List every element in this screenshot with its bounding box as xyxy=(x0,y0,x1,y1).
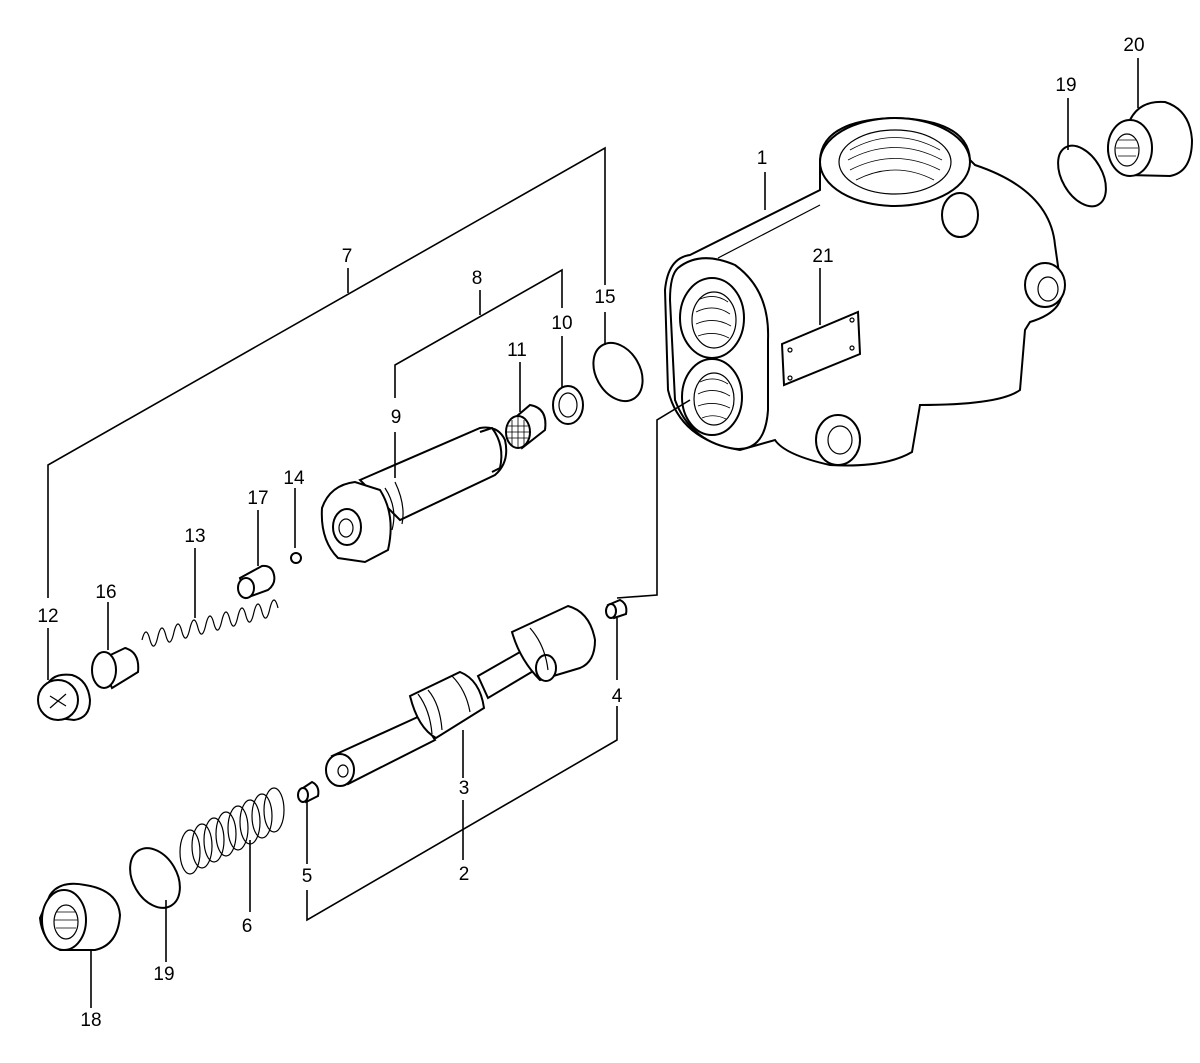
part-13-spring xyxy=(141,599,279,647)
part-16-sleeve xyxy=(91,646,140,690)
callout-12: 12 xyxy=(37,606,58,627)
part-19-o-ring-upper xyxy=(1057,144,1107,208)
part-15-o-ring xyxy=(592,341,644,403)
callout-16: 16 xyxy=(95,582,116,603)
part-17-poppet xyxy=(237,564,276,600)
callout-8: 8 xyxy=(472,268,483,289)
callout-20: 20 xyxy=(1123,35,1144,56)
callout-11: 11 xyxy=(507,340,527,361)
callout-15: 15 xyxy=(594,287,615,308)
callout-10: 10 xyxy=(551,313,572,334)
leader-lines xyxy=(47,58,1139,1008)
callout-5: 5 xyxy=(302,866,313,887)
callout-17: 17 xyxy=(247,488,268,509)
callout-7: 7 xyxy=(342,246,353,267)
part-4-pin xyxy=(605,598,628,620)
callout-21: 21 xyxy=(812,246,833,267)
callout-14: 14 xyxy=(283,468,305,489)
part-10-ring xyxy=(552,385,584,425)
part-6-spring xyxy=(179,787,285,875)
part-11-filter xyxy=(505,403,547,450)
part-14-ball xyxy=(290,552,302,564)
callout-9: 9 xyxy=(391,407,402,428)
callout-19-lower: 19 xyxy=(153,964,174,985)
part-18-plug xyxy=(38,882,122,951)
part-12-plug xyxy=(37,673,92,722)
callout-6: 6 xyxy=(242,916,253,937)
callout-18: 18 xyxy=(80,1010,101,1031)
part-1-valve-body xyxy=(663,116,1066,467)
part-20-plug xyxy=(1106,100,1194,178)
part-5-pin xyxy=(297,780,320,804)
callout-2: 2 xyxy=(459,864,470,885)
part-9-cartridge xyxy=(320,426,508,564)
callout-3: 3 xyxy=(459,778,470,799)
callout-19-upper: 19 xyxy=(1055,75,1076,96)
callout-4: 4 xyxy=(612,686,623,707)
callout-13: 13 xyxy=(184,526,205,547)
part-19-o-ring-lower xyxy=(129,847,181,909)
part-3-spool xyxy=(325,604,597,787)
callout-labels: 1 21 20 19 7 8 15 10 11 9 14 17 13 16 12… xyxy=(37,35,1144,1031)
callout-1: 1 xyxy=(757,148,768,169)
